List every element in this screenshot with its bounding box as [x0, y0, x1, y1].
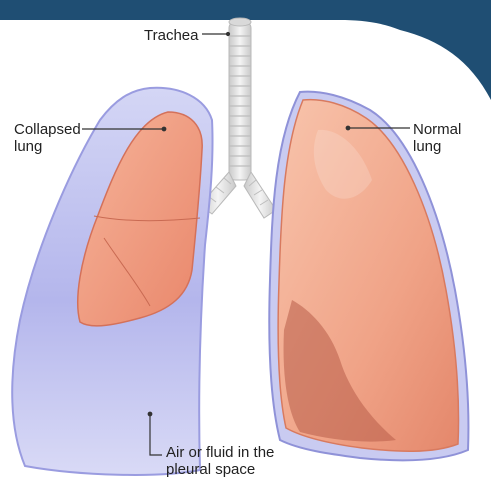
collapsed-lung-label-line1: Collapsed: [14, 121, 81, 138]
pleural-space-label-line1: Air or fluid in the: [166, 444, 274, 461]
collapsed-lung-label-line2: lung: [14, 138, 81, 155]
normal-lung-label-line1: Normal: [413, 121, 461, 138]
pleural-space-label: Air or fluid in the pleural space: [166, 444, 274, 478]
trachea-label-text: Trachea: [144, 27, 198, 44]
trachea-label: Trachea: [144, 27, 198, 44]
normal-lung-label-line2: lung: [413, 138, 461, 155]
pleural-space-label-line2: pleural space: [166, 461, 274, 478]
collapsed-lung-label: Collapsed lung: [14, 121, 81, 155]
normal-lung-label: Normal lung: [413, 121, 461, 155]
